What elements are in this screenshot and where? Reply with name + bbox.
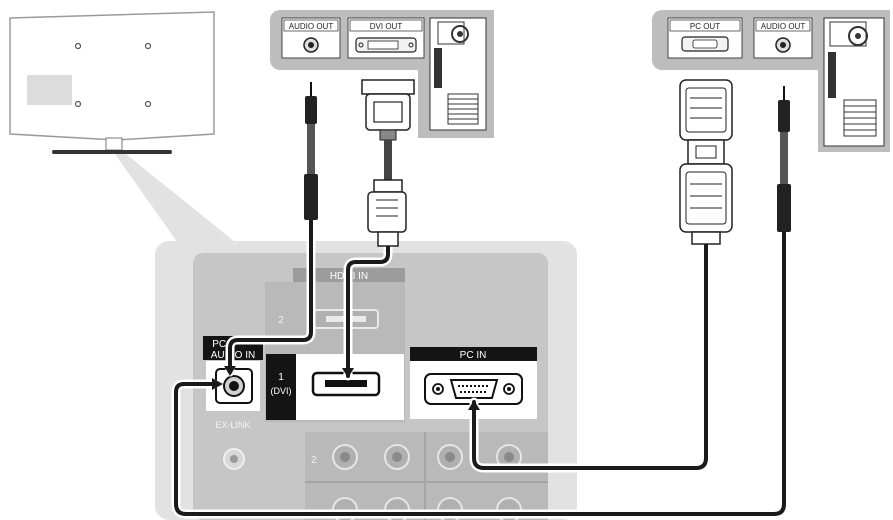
hdmi-port-2-label: 2 <box>278 315 284 326</box>
ex-link-jack-core <box>230 455 238 463</box>
pc-in-screw-left <box>432 383 444 395</box>
tv-back-body <box>9 11 215 141</box>
pc-right-io-strip <box>828 52 836 98</box>
arrow-head <box>224 366 236 376</box>
dvi-connector <box>361 79 415 247</box>
arrow-head <box>468 400 480 410</box>
tv-mount-hole <box>144 100 152 108</box>
pc-left-dvi-out-label: DVI OUT <box>370 22 403 31</box>
pc-right-fan-hub <box>855 33 861 39</box>
arrow-head <box>212 378 223 390</box>
pc-in-screw-left-core <box>436 387 440 391</box>
pc-in-header <box>410 347 537 361</box>
pc-left: AUDIO OUT DVI OUT <box>270 10 494 138</box>
pc-right-audio-out-label: AUDIO OUT <box>761 22 806 31</box>
pc-in-screw-right-core <box>507 387 511 391</box>
tv-connector-panel: HDMI IN 2 1 (DVI) PC / AUDIO IN EX-LINK … <box>155 241 577 520</box>
audio-plug-left <box>304 82 318 220</box>
pc-left-audio-out-header <box>283 19 339 32</box>
hdmi-port-1-sublabel: (DVI) <box>271 386 292 396</box>
pc-left-io-strip <box>434 48 442 88</box>
pc-right-pc-out-label: PC OUT <box>690 22 720 31</box>
tv-mount-hole <box>74 100 82 108</box>
pc-audio-in-jack-core <box>229 381 239 391</box>
tv-stand-base <box>52 150 172 154</box>
pc-left-dvi-out-header <box>349 19 423 32</box>
pc-left-fan-hub <box>457 31 463 37</box>
pc-right-audio-out-header <box>755 19 811 32</box>
pc-left-audio-out-label: AUDIO OUT <box>289 22 334 31</box>
pc-left-audio-out-jack-core <box>308 42 314 48</box>
cables <box>171 215 789 519</box>
pc-right-vga-pins <box>692 39 718 49</box>
pc-left-dvi-screw <box>358 42 364 48</box>
pc-audio-in-label-line1: PC / <box>212 339 232 350</box>
tv-illustration <box>9 11 240 246</box>
hdmi-port-1-label: 1 <box>278 372 284 383</box>
arrow-head <box>342 368 354 378</box>
pc-in-vga-socket <box>449 379 499 399</box>
hdmi-port-1-tag <box>266 354 296 420</box>
tv-mount-hole <box>144 42 152 50</box>
hdmi-port-1-slot <box>325 380 367 387</box>
pc-right-pc-out-header <box>669 19 741 32</box>
pc-left-fan-icon <box>451 25 469 43</box>
pc-right: PC OUT AUDIO OUT <box>652 10 890 152</box>
pc-in-screw-right <box>503 383 515 395</box>
pc-right-audio-out-jack-core <box>780 42 786 48</box>
pc-in-label: PC IN <box>460 350 487 361</box>
pc-left-psu <box>437 21 465 45</box>
pc-right-psu <box>829 21 867 47</box>
tv-mount-hole <box>74 42 82 50</box>
ex-link-label: EX-LINK <box>215 420 250 430</box>
audio-plug-right <box>777 86 791 232</box>
tv-back-label-plate <box>27 75 72 105</box>
pc-right-fan-icon <box>848 26 868 46</box>
pc-left-dvi-screw <box>408 42 414 48</box>
vga-connector <box>679 79 733 245</box>
component-row-label: 2 <box>311 455 317 466</box>
tv-stand-neck <box>105 137 123 151</box>
pc-left-dvi-port-pins <box>367 40 399 50</box>
